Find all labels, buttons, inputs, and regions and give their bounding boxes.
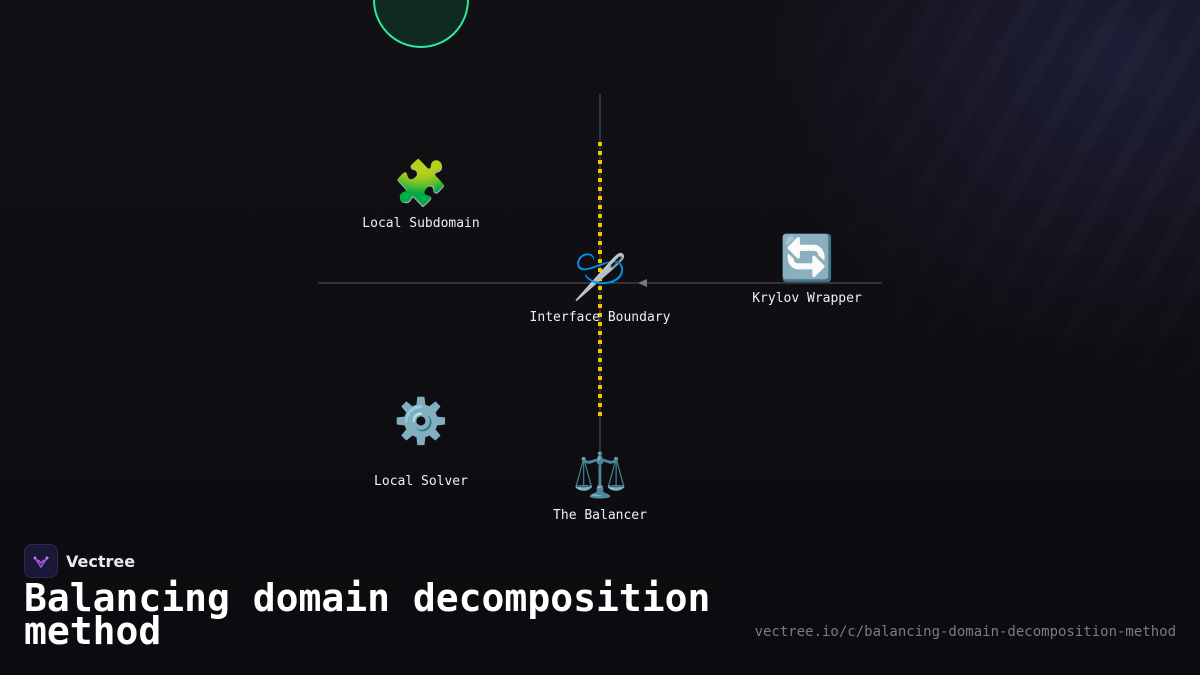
- page-url[interactable]: vectree.io/c/balancing-domain-decomposit…: [754, 624, 1176, 640]
- node-label: Local Subdomain: [362, 216, 480, 231]
- node-the-balancer[interactable]: ⚖️ The Balancer: [553, 450, 647, 523]
- sewing-needle-icon: 🪡: [572, 252, 628, 303]
- gear-icon: ⚙️: [393, 396, 449, 447]
- page-title: Balancing domain decomposition method: [24, 576, 711, 653]
- node-krylov-wrapper[interactable]: 🔄 Krylov Wrapper: [752, 233, 862, 306]
- node-local-subdomain[interactable]: 🧩 Local Subdomain: [362, 158, 479, 231]
- balance-scale-icon: ⚖️: [572, 450, 628, 501]
- arrowhead-left: [638, 279, 647, 287]
- brand-name: Vectree: [66, 551, 136, 571]
- node-label: Krylov Wrapper: [752, 291, 862, 306]
- node-label: Interface Boundary: [529, 310, 671, 325]
- puzzle-piece-icon: 🧩: [393, 158, 449, 209]
- node-interface-boundary[interactable]: 🪡 Interface Boundary: [530, 252, 671, 325]
- vectree-logo-icon: [24, 544, 58, 578]
- cycle-arrows-icon: 🔄: [779, 233, 835, 284]
- node-label: The Balancer: [553, 508, 647, 523]
- node-label: Local Solver: [374, 474, 468, 489]
- brand[interactable]: Vectree: [24, 544, 135, 578]
- background-rays: [700, 0, 1200, 560]
- node-local-solver[interactable]: ⚙️ Local Solver: [374, 396, 468, 489]
